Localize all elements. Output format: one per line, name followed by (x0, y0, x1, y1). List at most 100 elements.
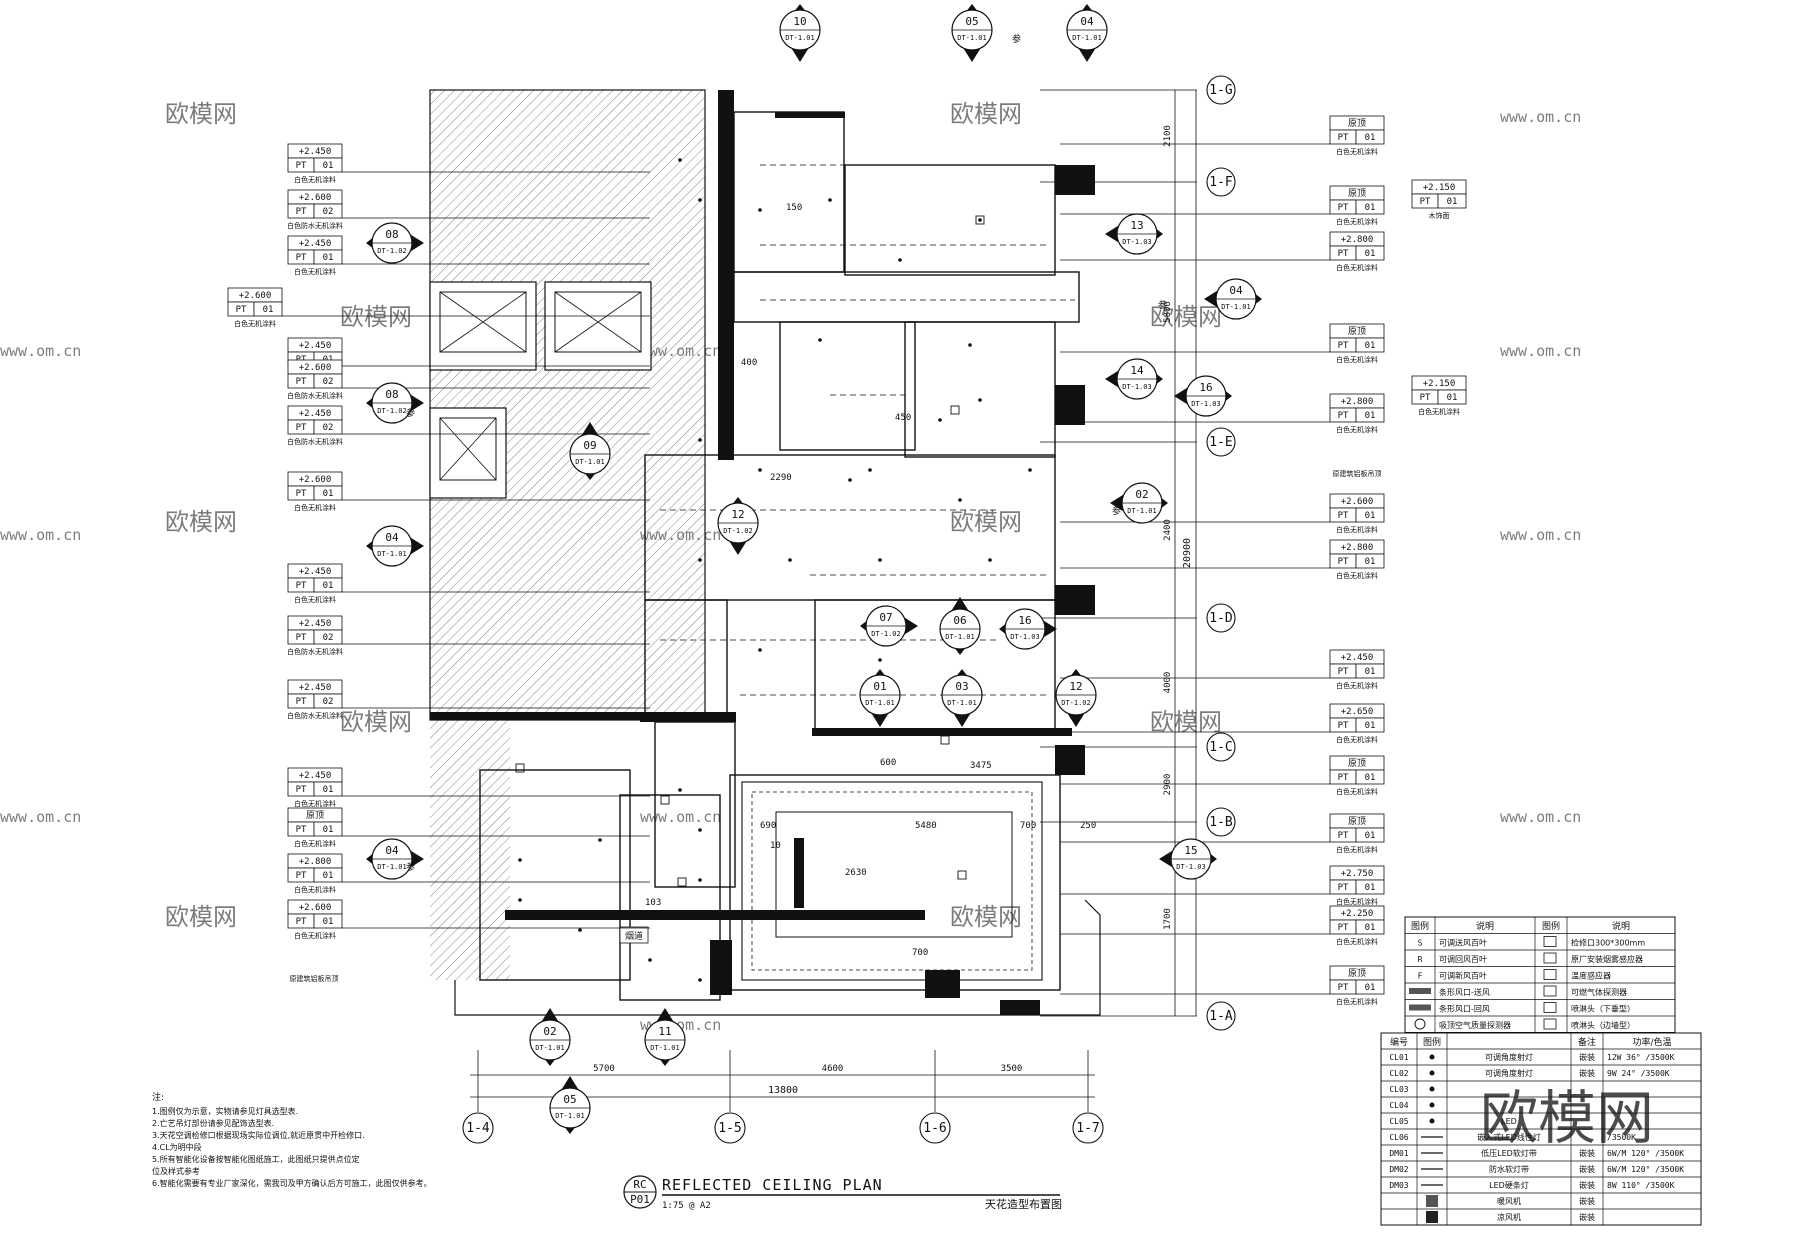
left-ceiling-label-number: 02 (323, 633, 334, 643)
legend-bottom-desc: 低压LED软灯带 (1481, 1148, 1537, 1158)
left-ceiling-label-num-box (253, 301, 283, 317)
row-dimension: 4400 (1159, 0, 1181, 3)
legend-top-desc-right: 温度感应器 (1571, 971, 1611, 981)
legend-bottom-power: 9W 24° /3500K (1607, 1069, 1670, 1078)
legend-bottom-power: 8W 110° /3500K (1607, 1181, 1675, 1190)
right-extra-note: 原建筑铝板吊顶 (1333, 469, 1382, 478)
section-bubble-ref: DT-1.01 (785, 34, 815, 42)
legend-bottom-symbol (1426, 1195, 1438, 1207)
left-ceiling-label-num-box (313, 419, 343, 435)
legend-top-symbol-right (1543, 969, 1557, 980)
right-ceiling-label-note: 白色无机涂料 (1336, 425, 1378, 434)
far-right-ceiling-label-note: 白色无机涂料 (1418, 407, 1460, 416)
structural-wall (925, 970, 960, 998)
structural-wall (1055, 385, 1085, 425)
legend-bottom-code: CL05 (1389, 1117, 1408, 1126)
room-tag: 烟道 (625, 930, 643, 942)
grid-row-label: 1-G (1209, 83, 1233, 98)
watermark-brand: 欧模网 (1150, 708, 1222, 736)
right-ceiling-label-elevation: +2.250 (1341, 909, 1374, 919)
legend-bottom-install: 嵌装 (1579, 1180, 1595, 1190)
drawing-title: REFLECTED CEILING PLAN (662, 1176, 883, 1194)
legend-top-desc-right: 可燃气体探测器 (1571, 987, 1627, 997)
legend-bottom-code: CL01 (1389, 1053, 1408, 1062)
left-ceiling-label-num-box (313, 373, 343, 389)
structural-wall (812, 728, 1072, 736)
far-right-ceiling-label-number: 01 (1447, 197, 1458, 207)
section-bubble-number: 07 (879, 611, 892, 624)
right-ceiling-label-elevation: 原顶 (1348, 118, 1366, 129)
legend-top-desc-right: 检修口300*300mm (1571, 938, 1645, 948)
drawing-scale: 1:75 @ A2 (662, 1201, 711, 1211)
right-ceiling-label-note: 白色无机涂料 (1336, 147, 1378, 156)
section-bubble-number: 04 (385, 531, 399, 544)
left-ceiling-label-elevation: +2.450 (299, 147, 332, 157)
section-bubble-number: 04 (1229, 284, 1243, 297)
section-bubble-number: 04 (385, 844, 399, 857)
row-dimension: 2100 (1163, 125, 1173, 147)
right-ceiling-label-num-box (1355, 979, 1385, 995)
elevator-car (439, 291, 527, 353)
legend-top-header: 说明 (1476, 920, 1494, 932)
right-ceiling-label-num-box (1355, 245, 1385, 261)
note-line: 位及样式参考 (152, 1166, 200, 1176)
left-ceiling-label-code: PT (296, 785, 307, 795)
left-ceiling-label-num-box (313, 577, 343, 593)
ceiling-vent (515, 763, 525, 773)
note-line: 3.天花空调检修口根据现场实际位调位,就近原贯中开检修口. (152, 1130, 365, 1140)
left-ceiling-label-number: 01 (323, 825, 334, 835)
far-right-ceiling-label-num-box (1437, 193, 1467, 209)
legend-bottom-symbol (1429, 1070, 1435, 1076)
legend-top-desc: 可调新风百叶 (1439, 971, 1487, 981)
section-bubble-number: 05 (563, 1093, 576, 1106)
right-ceiling-label-note: 白色无机涂料 (1336, 681, 1378, 690)
drawing-title-cn: 天花造型布置图 (985, 1197, 1062, 1211)
legend-bottom-code: CL02 (1389, 1069, 1408, 1078)
legend-top-symbol-code: R (1418, 955, 1423, 964)
structural-wall (640, 712, 736, 722)
inner-dimension: 2630 (845, 868, 867, 878)
elevator-shaft (429, 281, 537, 371)
legend-top-symbol-right (1543, 1002, 1557, 1013)
legend-bottom-power: /3500K (1607, 1133, 1636, 1142)
right-ceiling-label-num-box (1355, 827, 1385, 843)
section-bubble-ref: DT-1.03 (1010, 633, 1040, 641)
legend-bottom-install: 嵌装 (1579, 1052, 1595, 1062)
far-right-ceiling-label-elevation: +2.150 (1423, 183, 1456, 193)
inner-dimension: 103 (645, 898, 661, 908)
ceiling-light (758, 648, 762, 652)
left-ceiling-label-num-box (313, 781, 343, 797)
note-line: 5.所有智能化设备按智能化图纸施工，此图纸只提供点位定 (152, 1154, 360, 1164)
watermark-brand: 欧模网 (340, 708, 412, 736)
left-ceiling-label-number: 01 (323, 581, 334, 591)
legend-bottom-install: 嵌装 (1579, 1148, 1595, 1158)
ceiling-light (678, 158, 682, 162)
watermark-url: www.om.cn (640, 808, 721, 826)
left-ceiling-label-note: 白色防水无机涂料 (287, 391, 343, 400)
legend-bottom-symbol (1429, 1054, 1435, 1060)
left-ceiling-label-elevation: 原顶 (306, 810, 324, 821)
left-ceiling-label-num-box (313, 203, 343, 219)
grid-row-bubble (1206, 1001, 1236, 1031)
notes-heading: 注: (152, 1091, 164, 1103)
structural-wall (1055, 745, 1085, 775)
right-ceiling-label-note: 白色无机涂料 (1336, 845, 1378, 854)
grid-col-bubble (1072, 1112, 1104, 1144)
right-ceiling-label-number: 01 (1365, 667, 1376, 677)
watermark-url: www.om.cn (1500, 342, 1581, 360)
section-bubble-ref: DT-1.01 (377, 550, 407, 558)
right-ceiling-label-number: 01 (1365, 773, 1376, 783)
section-bubble-ref: DT-1.02 (1061, 699, 1091, 707)
right-ceiling-label-number: 01 (1365, 133, 1376, 143)
right-ceiling-label-elevation: +2.800 (1341, 543, 1374, 553)
left-ceiling-label-code: PT (296, 253, 307, 263)
legend-bottom-header: 编号 (1390, 1036, 1408, 1048)
legend-bottom-symbol (1429, 1102, 1435, 1108)
left-ceiling-label-number: 02 (323, 423, 334, 433)
legend-top-symbol (1409, 1004, 1431, 1011)
structural-wall (430, 712, 640, 720)
grid-col-label: 1-7 (1076, 1121, 1099, 1136)
grid-row-bubble (1206, 807, 1236, 837)
section-bubble-ref: DT-1.01 (945, 633, 975, 641)
right-ceiling-label-code: PT (1338, 831, 1349, 841)
